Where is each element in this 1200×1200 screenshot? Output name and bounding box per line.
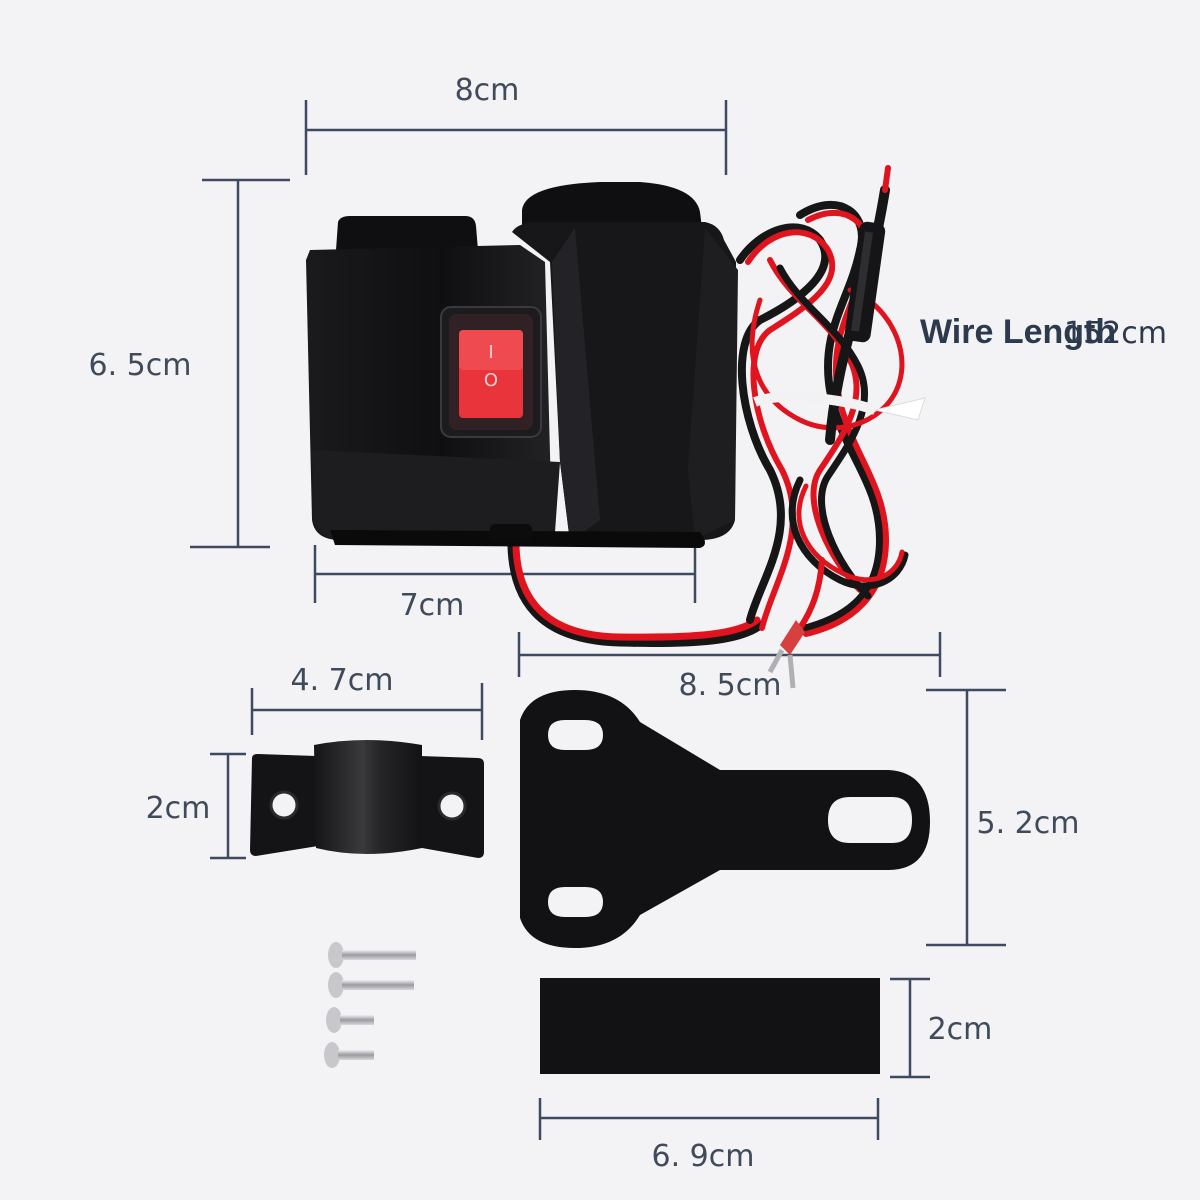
switch-off-mark: O — [484, 370, 498, 391]
label-pad-height: 2cm — [928, 1012, 993, 1047]
handlebar-clamp — [250, 740, 484, 858]
dimension-labels: 8cm 6. 5cm 7cm Wire Length 152cm 8. 5cm … — [89, 73, 1167, 1174]
label-clamp-width: 4. 7cm — [291, 663, 394, 698]
dimension-lines — [190, 100, 1006, 1140]
screw-long-2 — [328, 972, 414, 998]
label-pad-width: 6. 9cm — [652, 1139, 755, 1174]
cable-tie — [753, 391, 926, 421]
fork-terminal — [767, 620, 805, 689]
label-wire-length: Wire Length — [920, 313, 1116, 351]
screws — [324, 942, 416, 1068]
label-height: 6. 5cm — [89, 348, 192, 383]
inline-fuse-holder — [844, 221, 886, 343]
screw-short-1 — [326, 1007, 374, 1033]
label-wire-value: 152cm — [1064, 316, 1167, 351]
mounting-bracket — [520, 690, 930, 948]
power-cable — [507, 165, 909, 647]
socket-cover-cap — [522, 182, 702, 228]
rubber-pad — [540, 978, 880, 1074]
screw-short-2 — [324, 1042, 374, 1068]
screw-long-1 — [328, 942, 416, 968]
label-bracket-height: 5. 2cm — [977, 806, 1080, 841]
label-top-width: 8cm — [455, 73, 520, 108]
charger-unit — [306, 182, 738, 548]
label-base-width: 8. 5cm — [679, 668, 782, 703]
switch-on-mark: I — [488, 342, 493, 363]
label-bottom-width: 7cm — [400, 588, 465, 623]
rocker-switch: I O — [440, 306, 542, 438]
label-clamp-height: 2cm — [146, 791, 211, 826]
